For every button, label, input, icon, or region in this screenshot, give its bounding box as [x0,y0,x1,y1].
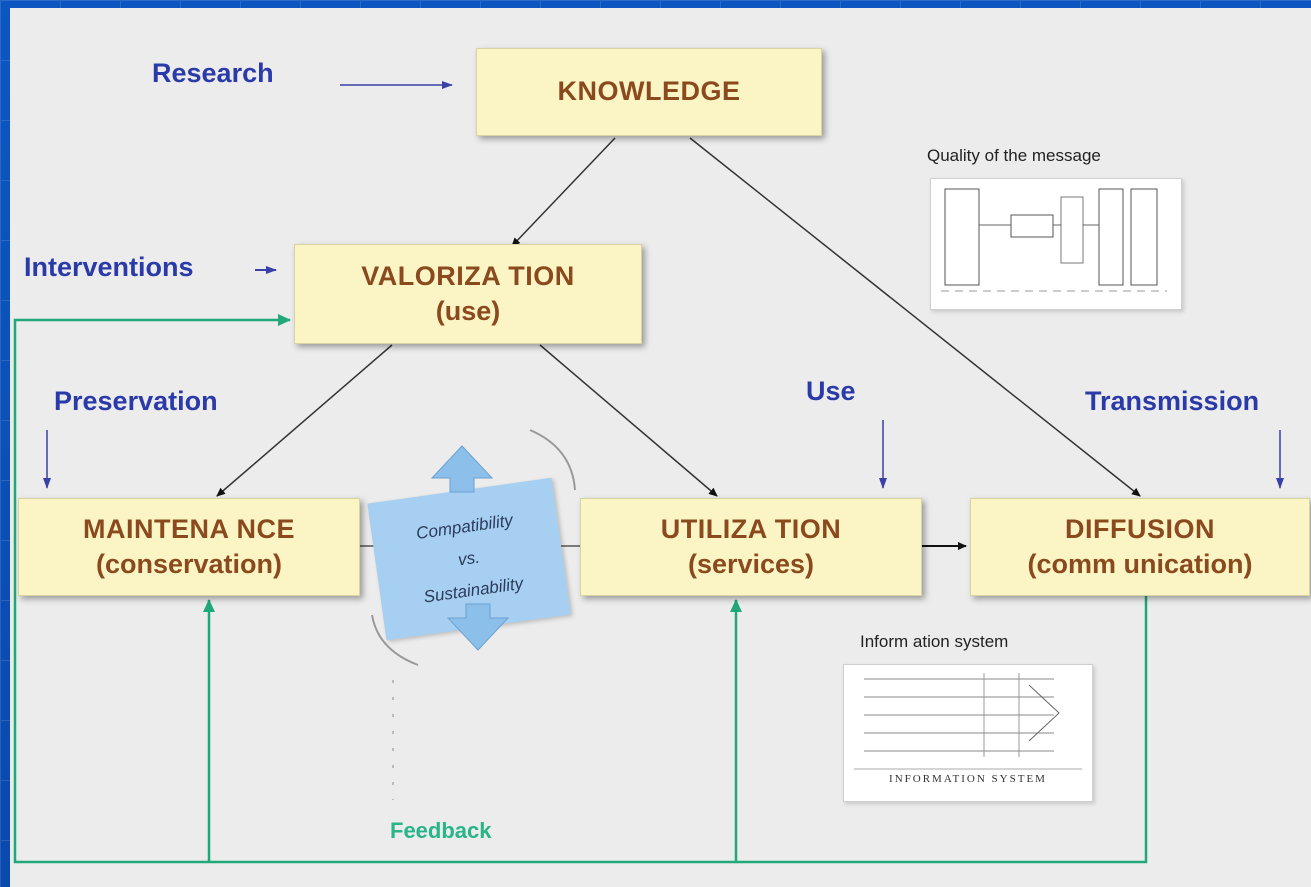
use-label: Use [806,376,856,406]
utilization-subtitle: (services) [687,549,815,579]
versus-label: vs. [456,547,481,570]
interventions-label: Interventions [24,252,194,282]
compatibility-sustainability-box: Compatibility vs. Sustainability [367,477,571,641]
diffusion-box: DIFFUSION (comm unication) [970,498,1310,596]
information-system-caption: Inform ation system [860,632,1009,651]
transmission-label: Transmission [1085,386,1260,416]
valorization-title: VALORIZA TION [361,260,575,291]
quality-message-schematic [941,188,1167,292]
knowledge-title: KNOWLEDGE [557,76,741,107]
preservation-label: Preservation [54,386,218,416]
feedback-loop-line [13,314,1148,864]
maintenance-box: MAINTENA NCE (conservation) [18,498,360,596]
information-system-inner-title: INFORMATION SYSTEM [889,773,1047,785]
quality-message-thumbnail [930,178,1182,310]
diffusion-title: DIFFUSION [1065,513,1215,544]
utilization-box: UTILIZA TION (services) [580,498,922,596]
diffusion-subtitle: (comm unication) [1027,549,1253,579]
motion-swirl-top [529,429,576,491]
arrow-knowledge-to-diffusion [689,137,1141,497]
motion-swirl-bottom [371,614,419,666]
arrow-valorization-to-maintenance [216,344,393,497]
valorization-box: VALORIZA TION (use) [294,244,642,344]
utilization-title: UTILIZA TION [660,513,842,544]
knowledge-box: KNOWLEDGE [476,48,822,136]
arrow-valorization-to-utilization [539,344,718,497]
maintenance-subtitle: (conservation) [95,549,283,579]
feedback-label: Feedback [390,818,492,843]
arrow-knowledge-to-valorization [511,137,616,247]
research-label: Research [152,58,274,88]
information-system-thumbnail: INFORMATION SYSTEM [843,664,1093,802]
information-system-schematic [854,673,1082,770]
quality-message-caption: Quality of the message [927,146,1101,165]
valorization-subtitle: (use) [435,296,501,326]
maintenance-title: MAINTENA NCE [83,513,295,544]
sustainability-label: Sustainability [422,573,525,607]
